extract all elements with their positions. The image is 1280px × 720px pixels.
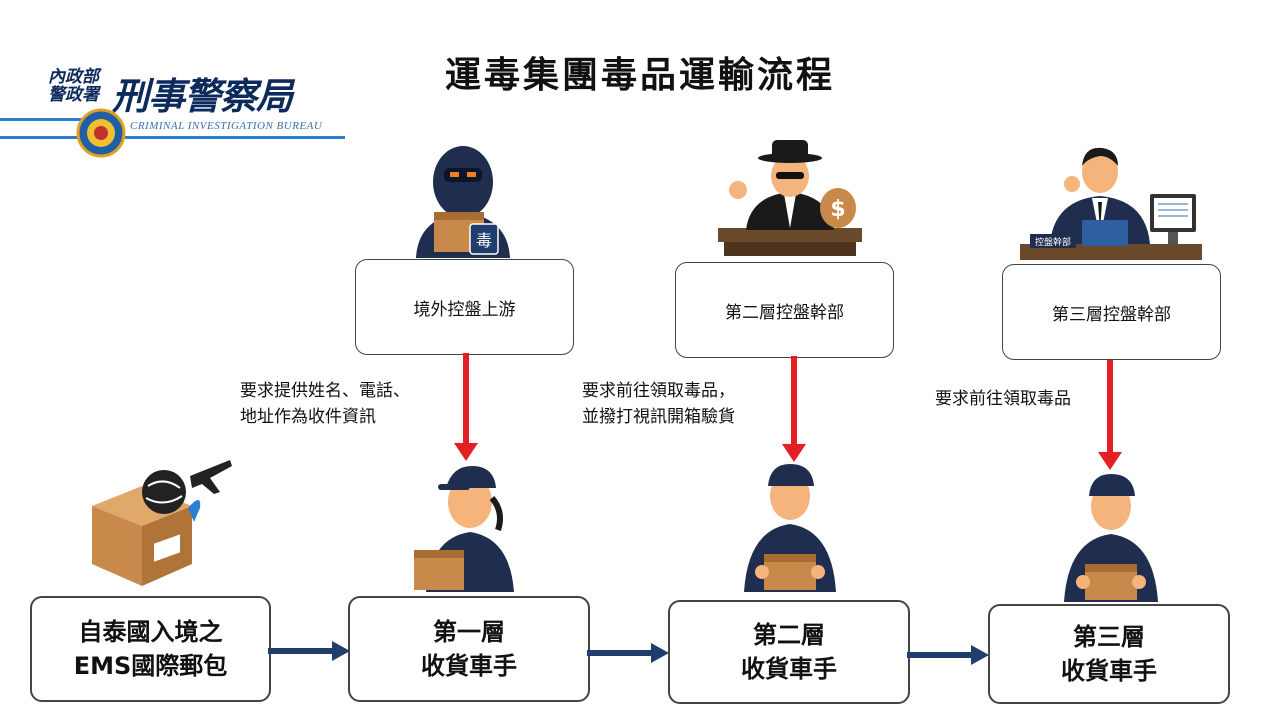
executive-figure: 控盤幹部: [1020, 147, 1202, 260]
upstream-controller-box: 境外控盤上游: [355, 259, 574, 355]
second-tier-courier-figure: [744, 464, 836, 592]
cib-logo: 內政部警政署 刑事警察局 CRIMINAL INVESTIGATION BURE…: [0, 62, 345, 162]
logo-ministry-text: 內政部警政署: [48, 67, 99, 105]
diagram-title: 運毒集團毒品運輸流程: [444, 55, 835, 96]
mafia-boss-figure: $: [718, 140, 862, 256]
third-tier-courier-figure: [1064, 474, 1158, 602]
second-tier-courier-box: 第二層收貨車手: [668, 600, 910, 704]
instruction-note-2: 要求前往領取毒品，並撥打視訊開箱驗貨: [582, 381, 735, 427]
police-badge-icon: [76, 108, 126, 158]
international-parcel-icon: [92, 460, 232, 586]
hooded-upstream-figure: 毒: [416, 146, 510, 258]
first-tier-courier-box: 第一層收貨車手: [348, 596, 590, 702]
flow-arrow-3: [907, 645, 989, 665]
flow-arrow-1: [268, 641, 350, 661]
logo-bureau-name: 刑事警察局: [112, 75, 293, 118]
desk-sign-label: 控盤幹部: [1035, 236, 1071, 248]
drug-tag-label: 毒: [476, 231, 492, 250]
instruction-arrow-1: [454, 353, 478, 461]
instruction-arrow-3: [1098, 360, 1122, 470]
instruction-note-3: 要求前往領取毒品: [935, 389, 1071, 409]
third-tier-controller-box: 第三層控盤幹部: [1002, 264, 1221, 360]
second-tier-controller-box: 第二層控盤幹部: [675, 262, 894, 358]
flow-arrow-2: [587, 643, 669, 663]
instruction-note-1: 要求提供姓名、電話、地址作為收件資訊: [240, 381, 410, 427]
third-tier-courier-box: 第三層收貨車手: [988, 604, 1230, 704]
first-tier-courier-figure: [414, 466, 514, 592]
instruction-arrow-2: [782, 356, 806, 462]
svg-text:$: $: [830, 197, 845, 222]
logo-english-name: CRIMINAL INVESTIGATION BUREAU: [130, 120, 323, 132]
